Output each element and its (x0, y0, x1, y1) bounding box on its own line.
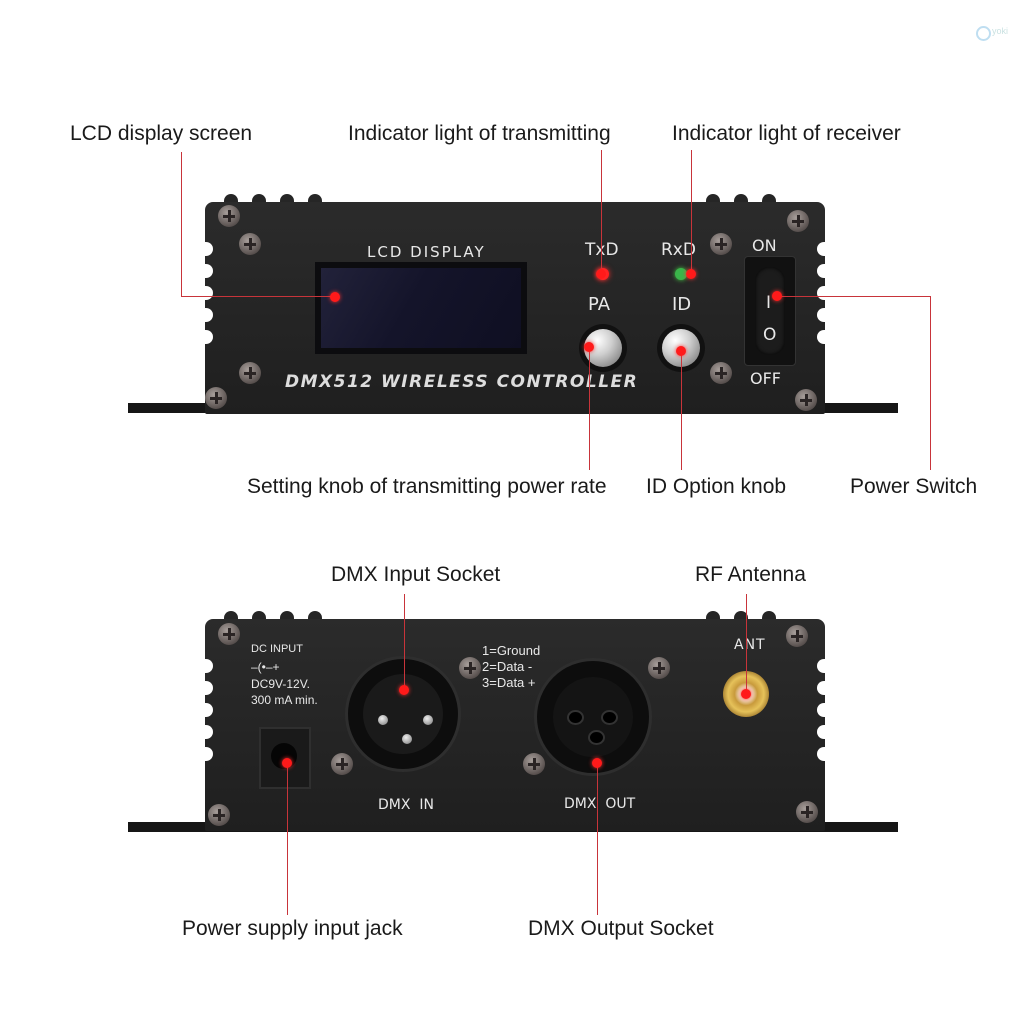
pa-label: PA (588, 294, 611, 315)
marker-dot-icon (772, 291, 782, 301)
screw-icon (710, 233, 732, 255)
id-label: ID (672, 294, 692, 315)
lcd-screen (315, 262, 527, 354)
callout-pa-knob: Setting knob of transmitting power rate (247, 475, 607, 498)
dc-polarity-icon: –(•–+ (251, 660, 280, 674)
screw-icon (239, 362, 261, 384)
screw-icon (218, 205, 240, 227)
brand-text: DMX512 WIRELESS CONTROLLER (285, 372, 639, 392)
callout-txd: Indicator light of transmitting (348, 122, 611, 145)
rxd-led (675, 268, 687, 280)
callout-power-switch: Power Switch (850, 475, 978, 498)
marker-dot-icon (282, 758, 292, 768)
watermark-text: yoki (992, 26, 1009, 36)
marker-dot-icon (741, 689, 751, 699)
screw-icon (795, 389, 817, 411)
dc-voltage: DC9V-12V. (251, 677, 310, 691)
rxd-label: RxD (661, 240, 696, 260)
pinout-1: 1=Ground (482, 643, 541, 658)
callout-dmx-in: DMX Input Socket (331, 563, 501, 586)
switch-off-label: OFF (750, 369, 781, 388)
watermark: yoki (976, 26, 1020, 41)
back-panel (205, 619, 825, 831)
screw-icon (218, 623, 240, 645)
marker-dot-icon (399, 685, 409, 695)
marker-dot-icon (584, 342, 594, 352)
screw-icon (796, 801, 818, 823)
ant-label: ANT (734, 637, 766, 653)
marker-dot-icon (676, 346, 686, 356)
lcd-label: LCD DISPLAY (367, 243, 486, 261)
screw-icon (648, 657, 670, 679)
callout-id-knob: ID Option knob (646, 475, 787, 498)
pinout-3: 3=Data + (482, 675, 536, 690)
logo-badge-icon (976, 26, 991, 41)
marker-dot-icon (596, 269, 606, 279)
dc-current: 300 mA min. (251, 693, 318, 707)
switch-on-label: ON (752, 236, 777, 255)
callout-rxd: Indicator light of receiver (672, 122, 901, 145)
marker-dot-icon (592, 758, 602, 768)
screw-icon (459, 657, 481, 679)
dmx-in-label: DMX IN (378, 797, 434, 813)
screw-icon (208, 804, 230, 826)
screw-icon (786, 625, 808, 647)
screw-icon (787, 210, 809, 232)
callout-antenna: RF Antenna (695, 563, 806, 586)
dc-input-title: DC INPUT (251, 643, 303, 655)
pinout-2: 2=Data - (482, 659, 533, 674)
screw-icon (523, 753, 545, 775)
screw-icon (239, 233, 261, 255)
dmx-out-label: DMX OUT (564, 796, 636, 812)
screw-icon (331, 753, 353, 775)
dmx-out-socket[interactable] (534, 658, 652, 776)
screw-icon (205, 387, 227, 409)
screw-icon (710, 362, 732, 384)
callout-dmx-out: DMX Output Socket (528, 917, 714, 940)
dmx-in-socket[interactable] (345, 656, 461, 772)
power-switch[interactable]: I O (744, 256, 796, 366)
callout-power-jack: Power supply input jack (182, 917, 403, 940)
marker-dot-icon (330, 292, 340, 302)
callout-lcd: LCD display screen (70, 122, 253, 145)
marker-dot-icon (686, 269, 696, 279)
